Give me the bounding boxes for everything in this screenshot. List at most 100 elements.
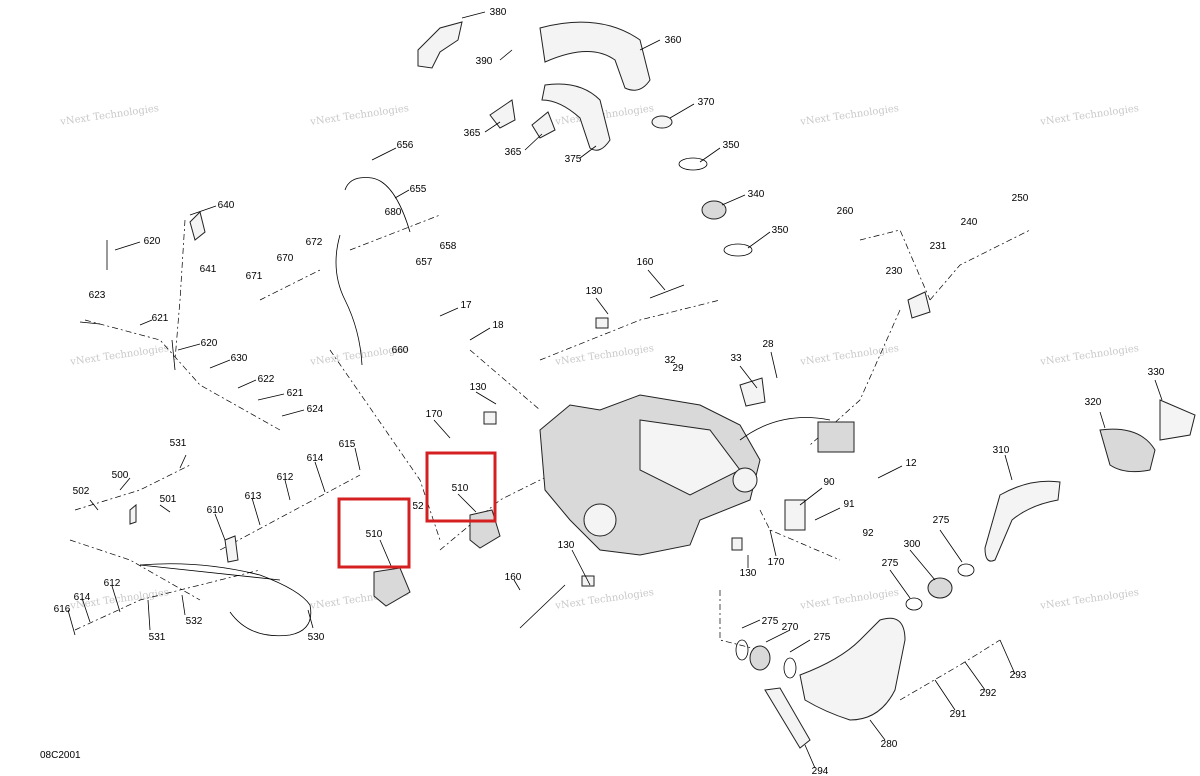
- callout-260[interactable]: 260: [837, 206, 854, 217]
- callout-641[interactable]: 641: [200, 264, 217, 275]
- callout-340[interactable]: 340: [748, 189, 765, 200]
- callout-500[interactable]: 500: [112, 470, 129, 481]
- callout-531[interactable]: 531: [149, 632, 166, 643]
- callout-531[interactable]: 531: [170, 438, 187, 449]
- highlight-box-510-left: [337, 497, 411, 569]
- callout-350[interactable]: 350: [772, 225, 789, 236]
- callout-230[interactable]: 230: [886, 266, 903, 277]
- callout-130[interactable]: 130: [586, 286, 603, 297]
- assembly-lines: [69, 214, 1031, 701]
- callout-621[interactable]: 621: [287, 388, 304, 399]
- callout-375[interactable]: 375: [565, 154, 582, 165]
- watermark-text: vNext Technologies: [799, 343, 900, 368]
- callout-18[interactable]: 18: [492, 320, 504, 331]
- callout-615[interactable]: 615: [339, 439, 356, 450]
- callout-91[interactable]: 91: [843, 499, 855, 510]
- callout-365[interactable]: 365: [464, 128, 481, 139]
- callout-657[interactable]: 657: [416, 257, 433, 268]
- callout-672[interactable]: 672: [306, 237, 323, 248]
- callout-630[interactable]: 630: [231, 353, 248, 364]
- callout-390[interactable]: 390: [476, 56, 493, 67]
- callout-275[interactable]: 275: [882, 558, 899, 569]
- callout-250[interactable]: 250: [1012, 193, 1029, 204]
- watermark-text: vNext Technologies: [554, 343, 655, 368]
- callout-510[interactable]: 510: [366, 529, 383, 540]
- callout-658[interactable]: 658: [440, 241, 457, 252]
- callout-170[interactable]: 170: [426, 409, 443, 420]
- callout-380[interactable]: 380: [490, 7, 507, 18]
- callout-655[interactable]: 655: [410, 184, 427, 195]
- callout-640[interactable]: 640: [218, 200, 235, 211]
- callout-656[interactable]: 656: [397, 140, 414, 151]
- callout-621[interactable]: 621: [152, 313, 169, 324]
- callout-170[interactable]: 170: [768, 557, 785, 568]
- callout-610[interactable]: 610: [207, 505, 224, 516]
- watermark-text: vNext Technologies: [1039, 103, 1140, 128]
- callout-28[interactable]: 28: [762, 339, 774, 350]
- watermark-text: vNext Technologies: [69, 343, 170, 368]
- callout-17[interactable]: 17: [460, 300, 472, 311]
- callout-660[interactable]: 660: [392, 345, 409, 356]
- callout-365[interactable]: 365: [505, 147, 522, 158]
- callout-680[interactable]: 680: [385, 207, 402, 218]
- callout-532[interactable]: 532: [186, 616, 203, 627]
- callout-620[interactable]: 620: [201, 338, 218, 349]
- callout-670[interactable]: 670: [277, 253, 294, 264]
- callout-160[interactable]: 160: [505, 572, 522, 583]
- callout-275[interactable]: 275: [762, 616, 779, 627]
- watermark-text: vNext Technologies: [799, 103, 900, 128]
- callout-612[interactable]: 612: [104, 578, 121, 589]
- callout-32[interactable]: 32: [664, 355, 676, 366]
- callout-275[interactable]: 275: [814, 632, 831, 643]
- watermark-text: vNext Technologies: [1039, 587, 1140, 612]
- callout-275[interactable]: 275: [933, 515, 950, 526]
- callout-620[interactable]: 620: [144, 236, 161, 247]
- callout-501[interactable]: 501: [160, 494, 177, 505]
- callout-130[interactable]: 130: [740, 568, 757, 579]
- callout-320[interactable]: 320: [1085, 397, 1102, 408]
- callout-614[interactable]: 614: [307, 453, 324, 464]
- highlight-box-510-right: [425, 451, 497, 523]
- callout-360[interactable]: 360: [665, 35, 682, 46]
- callout-280[interactable]: 280: [881, 739, 898, 750]
- callout-613[interactable]: 613: [245, 491, 262, 502]
- callout-292[interactable]: 292: [980, 688, 997, 699]
- watermark-text: vNext Technologies: [799, 587, 900, 612]
- callout-622[interactable]: 622: [258, 374, 275, 385]
- watermark-text: vNext Technologies: [309, 103, 410, 128]
- callout-29[interactable]: 29: [672, 363, 684, 374]
- callout-370[interactable]: 370: [698, 97, 715, 108]
- callout-33[interactable]: 33: [730, 353, 742, 364]
- callout-330[interactable]: 330: [1148, 367, 1165, 378]
- callout-130[interactable]: 130: [470, 382, 487, 393]
- callout-labels: 380 390 360 370 365 365 375 350 340 350 656 655 680 6…: [54, 7, 1165, 776]
- callout-310[interactable]: 310: [993, 445, 1010, 456]
- callout-350[interactable]: 350: [723, 140, 740, 151]
- callout-616[interactable]: 616: [54, 604, 71, 615]
- callout-612[interactable]: 612: [277, 472, 294, 483]
- callout-160[interactable]: 160: [637, 257, 654, 268]
- callout-240[interactable]: 240: [961, 217, 978, 228]
- callout-624[interactable]: 624: [307, 404, 324, 415]
- callout-291[interactable]: 291: [950, 709, 967, 720]
- callout-231[interactable]: 231: [930, 241, 947, 252]
- diagram-code: 08C2001: [40, 750, 81, 761]
- leader-lines: [67, 11, 1163, 769]
- watermark-text: vNext Technologies: [554, 587, 655, 612]
- callout-623[interactable]: 623: [89, 290, 106, 301]
- callout-510[interactable]: 510: [452, 483, 469, 494]
- callout-130[interactable]: 130: [558, 540, 575, 551]
- callout-614[interactable]: 614: [74, 592, 91, 603]
- callout-52[interactable]: 52: [412, 501, 424, 512]
- callout-671[interactable]: 671: [246, 271, 263, 282]
- callout-270[interactable]: 270: [782, 622, 799, 633]
- callout-12[interactable]: 12: [905, 458, 917, 469]
- callout-530[interactable]: 530: [308, 632, 325, 643]
- callout-293[interactable]: 293: [1010, 670, 1027, 681]
- callout-300[interactable]: 300: [904, 539, 921, 550]
- callout-90[interactable]: 90: [823, 477, 835, 488]
- callout-502[interactable]: 502: [73, 486, 90, 497]
- callout-294[interactable]: 294: [812, 766, 829, 776]
- callout-92[interactable]: 92: [862, 528, 874, 539]
